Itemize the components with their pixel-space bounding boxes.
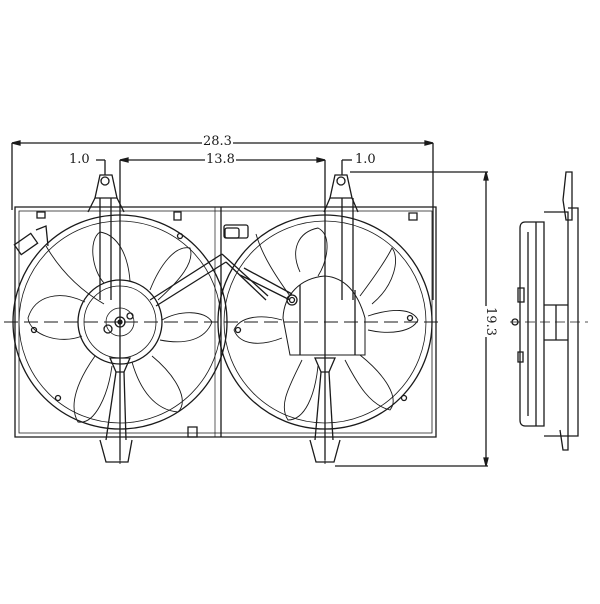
dim-right-offset: 1.0 — [354, 152, 377, 167]
dim-overall-width: 28.3 — [202, 134, 233, 149]
dimension-lines — [12, 141, 488, 466]
dim-fan-spacing: 13.8 — [205, 152, 236, 167]
dim-overall-height: 19.3 — [482, 306, 498, 337]
side-view — [510, 172, 588, 450]
left-fan — [13, 175, 268, 462]
dim-left-offset: 1.0 — [68, 152, 91, 167]
centerlines — [4, 190, 440, 470]
